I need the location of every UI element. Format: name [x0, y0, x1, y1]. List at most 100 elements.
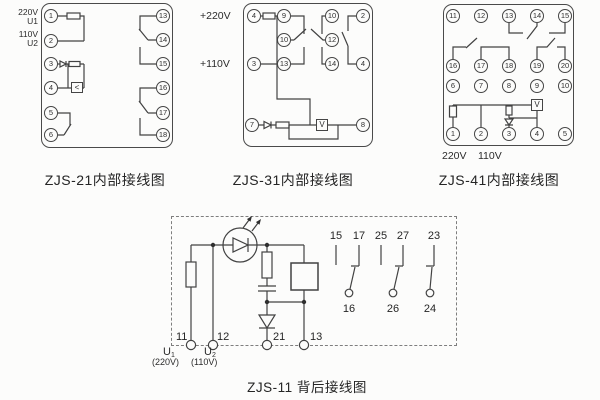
resistor	[261, 251, 273, 279]
zjs41-terminal-2: 2	[474, 127, 488, 141]
zjs41-terminal-5: 5	[558, 127, 572, 141]
zjs21-u1-label: U1	[27, 15, 38, 26]
zjs21-caption: ZJS-21内部接线图	[44, 172, 166, 188]
zjs31-wires	[259, 12, 356, 140]
resistor	[185, 261, 197, 288]
zjs41-terminal-15: 15	[558, 9, 572, 23]
zjs21-terminal-4: 4	[44, 81, 58, 95]
zjs11-u1-label: U1	[163, 346, 175, 359]
u2-base: U	[204, 346, 212, 358]
zjs11-terminal-13-label: 13	[310, 331, 323, 343]
zjs31-terminal-3: 3	[247, 57, 261, 71]
zjs11-terminal-12-label: 12	[217, 331, 230, 343]
zjs31-terminal-10: 10	[277, 33, 291, 47]
junction-dot	[301, 299, 307, 305]
zjs21-terminal-3: 3	[44, 57, 58, 71]
zjs41-terminal-8: 8	[502, 79, 516, 93]
zjs11-contact-23-label: 23	[427, 230, 441, 242]
junction-dot	[210, 242, 216, 248]
zjs21-voltage-label-u1: 220V U1	[8, 8, 38, 25]
resistor	[505, 105, 513, 116]
zjs41-terminal-1: 1	[446, 127, 460, 141]
zjs11-contact-16-label: 16	[342, 303, 356, 315]
zjs11-contact-27-label: 27	[396, 230, 410, 242]
zjs31-terminal-8: 8	[356, 118, 370, 132]
zjs11-contact-15-label: 15	[329, 230, 343, 242]
rear-terminal	[298, 339, 310, 351]
zjs41-caption: ZJS-41内部接线图	[438, 172, 560, 188]
zjs21-terminal-5: 5	[44, 106, 58, 120]
zjs31-plus110v-label: +110V	[200, 58, 230, 70]
contact-terminal	[425, 288, 435, 298]
zjs21-u2-label: U2	[27, 37, 38, 48]
zjs21-terminal-13: 13	[156, 9, 170, 23]
resistor	[275, 121, 290, 129]
zjs41-case-outline	[443, 4, 574, 146]
zjs21-110v-label: 110V	[18, 29, 38, 39]
zjs31-case-outline	[243, 3, 373, 147]
zjs41-220v-label: 220V	[442, 150, 467, 162]
zjs21-voltage-label-u2: 110V U2	[8, 30, 38, 47]
zjs31-terminal-9: 9	[277, 9, 291, 23]
zjs41-meter-box: V	[531, 99, 543, 111]
rear-terminal	[261, 339, 273, 351]
zjs11-u2-label: U2	[204, 346, 216, 359]
zjs41-terminal-19: 19	[530, 59, 544, 73]
zjs41-terminal-16: 16	[446, 59, 460, 73]
zjs31-terminal-12: 12	[325, 33, 339, 47]
zjs41-terminal-18: 18	[502, 59, 516, 73]
resistor	[66, 12, 81, 20]
diode-icon	[59, 60, 68, 68]
zjs41-terminal-3: 3	[502, 127, 516, 141]
zjs11-wires	[185, 216, 435, 351]
zjs41-terminal-7: 7	[474, 79, 488, 93]
diode-icon	[503, 118, 515, 127]
zjs21-terminal-14: 14	[156, 33, 170, 47]
zjs31-terminal-10b: 10	[325, 9, 339, 23]
zjs31-terminal-14: 14	[325, 57, 339, 71]
zjs21-terminal-16: 16	[156, 81, 170, 95]
zjs41-110v-label: 110V	[478, 150, 502, 162]
zjs21-terminal-1: 1	[44, 9, 58, 23]
rear-terminal	[207, 339, 219, 351]
zjs21-terminal-2: 2	[44, 34, 58, 48]
led-emission-arrows	[242, 219, 259, 232]
zjs31-plus220v-label: +220V	[200, 10, 231, 22]
output-contacts	[335, 245, 435, 290]
zjs41-wires	[448, 23, 566, 127]
diode-icon	[257, 314, 277, 330]
relay-coil-box	[290, 262, 319, 291]
zjs31-terminal-4: 4	[247, 9, 261, 23]
zjs41-terminal-17: 17	[474, 59, 488, 73]
zjs41-terminal-12: 12	[474, 9, 488, 23]
zjs41-terminal-4: 4	[530, 127, 544, 141]
zjs31-terminal-4b: 4	[356, 57, 370, 71]
zjs11-contact-17-label: 17	[352, 230, 366, 242]
zjs21-relay-element-box: <	[71, 82, 83, 93]
zjs11-110v-label: (110V)	[191, 357, 218, 367]
u1-base: U	[163, 346, 171, 358]
resistor	[68, 60, 81, 68]
u1-sub: 1	[170, 352, 175, 359]
zjs11-dashed-outline	[171, 216, 457, 346]
zjs21-terminal-17: 17	[156, 106, 170, 120]
zjs21-terminal-6: 6	[44, 128, 58, 142]
zjs11-contact-26-label: 26	[386, 303, 400, 315]
zjs41-terminal-14: 14	[530, 9, 544, 23]
junction-dot	[264, 242, 270, 248]
zjs41-terminal-10: 10	[558, 79, 572, 93]
resistor	[262, 12, 276, 20]
zjs11-terminal-11-label: 11	[176, 331, 188, 343]
zjs41-terminal-13: 13	[502, 9, 516, 23]
zjs21-220v-label: 220V	[18, 7, 38, 17]
zjs41-terminal-11: 11	[446, 9, 460, 23]
zjs41-terminal-20: 20	[558, 59, 572, 73]
zjs21-case-outline	[41, 3, 173, 148]
rear-terminal	[185, 339, 197, 351]
contact-terminal	[388, 288, 398, 298]
contact-terminal	[344, 288, 354, 298]
zjs41-terminal-6: 6	[446, 79, 460, 93]
zjs11-220v-label: (220V)	[152, 357, 180, 367]
